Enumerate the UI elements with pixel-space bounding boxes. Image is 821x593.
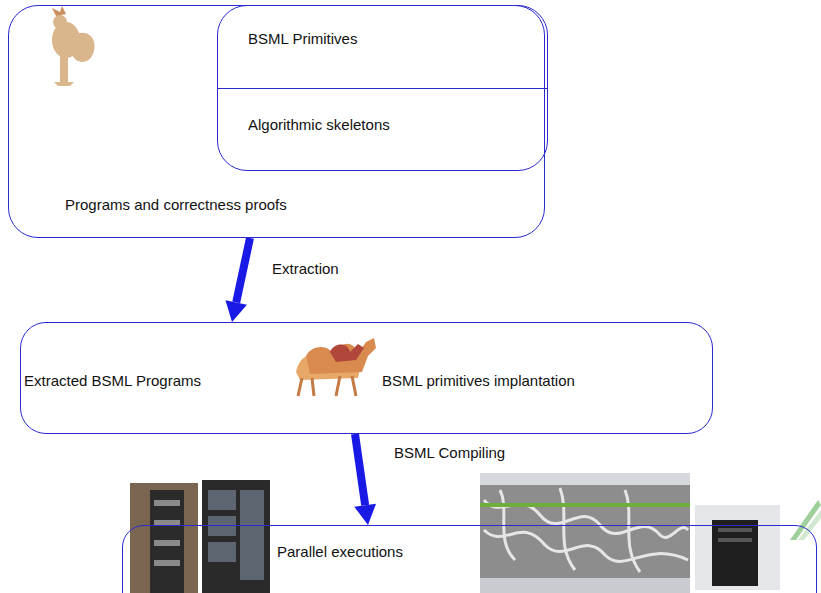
node-text: Parallel executions (277, 543, 403, 560)
node-text: BSML Primitives (248, 30, 357, 47)
program-box: Programs and correctness proofs BSML Prim… (8, 5, 545, 238)
compile-arrow (354, 434, 376, 525)
camel-icon (296, 338, 376, 396)
node-text: BSML primitives implantation (382, 372, 575, 389)
extraction-box: Extracted BSML Programs BSML primitives i… (20, 322, 713, 434)
corner-logo (790, 500, 821, 540)
node-text: Programs and correctness proofs (65, 196, 287, 213)
cell-divider (218, 88, 547, 89)
edge-label: BSML Compiling (392, 444, 507, 461)
rooster-icon (52, 6, 95, 86)
library-box: BSML PrimitivesAlgorithmic skeletons (217, 5, 548, 171)
node-text: Extracted BSML Programs (24, 372, 201, 389)
node-text: Algorithmic skeletons (248, 116, 390, 133)
supercomputer-photo (480, 473, 690, 593)
execution-box: Parallel executions (122, 525, 817, 593)
edge-label: Extraction (270, 260, 341, 277)
extraction-arrow (225, 238, 250, 322)
server-room-photo (130, 480, 270, 593)
workstation-photo (695, 505, 780, 590)
